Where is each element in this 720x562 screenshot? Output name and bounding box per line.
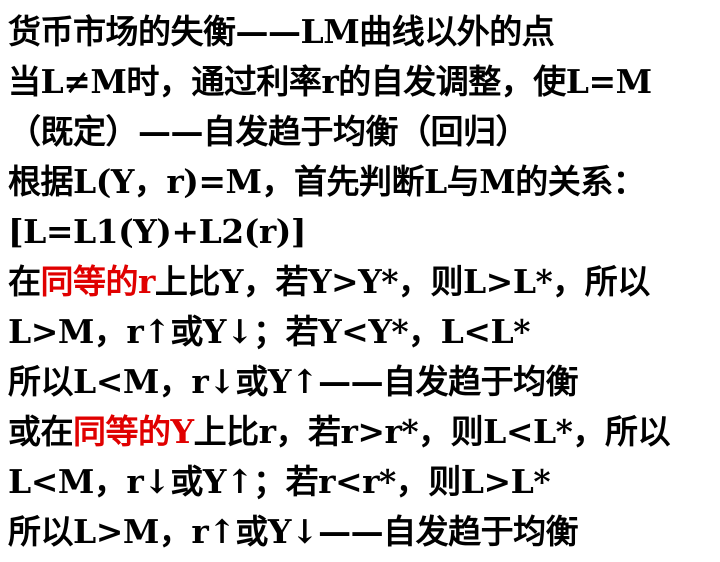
highlight-same-r: 同等的r [40,262,156,301]
formula-line: [L=L1(Y)+L2(r)] [8,208,306,256]
text-line-2: 当L≠M时，通过利率r的自发调整，使L=M [8,58,652,106]
line-text: （既定）——自发趋于均衡（回归） [8,112,529,151]
line-text: 根据L(Y，r)=M，首先判断L与M的关系： [8,162,646,201]
line-text: 所以L>M，r↑或Y↓——自发趋于均衡 [8,512,579,551]
text-line-8: 所以L<M，r↓或Y↑——自发趋于均衡 [8,358,579,406]
text-line-7: L>M，r↑或Y↓；若Y<Y*，L<L* [8,308,530,356]
line-text: 或在 [8,412,74,451]
line-text: L>M，r↑或Y↓；若Y<Y*，L<L* [8,312,530,351]
line-text: 货币市场的失衡——LM曲线以外的点 [8,12,555,51]
line-text: 在 [8,262,41,301]
line-text: 当L≠M时，通过利率r的自发调整，使L=M [8,62,652,101]
line-text: 上比Y，若Y>Y*，则L>L*，所以 [154,262,650,301]
highlight-same-y: 同等的Y [73,412,194,451]
line-text: 所以L<M，r↓或Y↑——自发趋于均衡 [8,362,579,401]
text-line-6: 在同等的r上比Y，若Y>Y*，则L>L*，所以 [8,258,650,306]
text-line-11: 所以L>M，r↑或Y↓——自发趋于均衡 [8,508,579,556]
text-line-4: 根据L(Y，r)=M，首先判断L与M的关系： [8,158,646,206]
text-line-9: 或在同等的Y上比r，若r>r*，则L<L*，所以 [8,408,670,456]
line-text: [L=L1(Y)+L2(r)] [8,212,306,251]
text-line-3: （既定）——自发趋于均衡（回归） [8,108,529,156]
line-text: 上比r，若r>r*，则L<L*，所以 [193,412,671,451]
line-text: L<M，r↓或Y↑；若r<r*，则L>L* [8,462,551,501]
heading-line: 货币市场的失衡——LM曲线以外的点 [8,8,555,56]
text-line-10: L<M，r↓或Y↑；若r<r*，则L>L* [8,458,551,506]
